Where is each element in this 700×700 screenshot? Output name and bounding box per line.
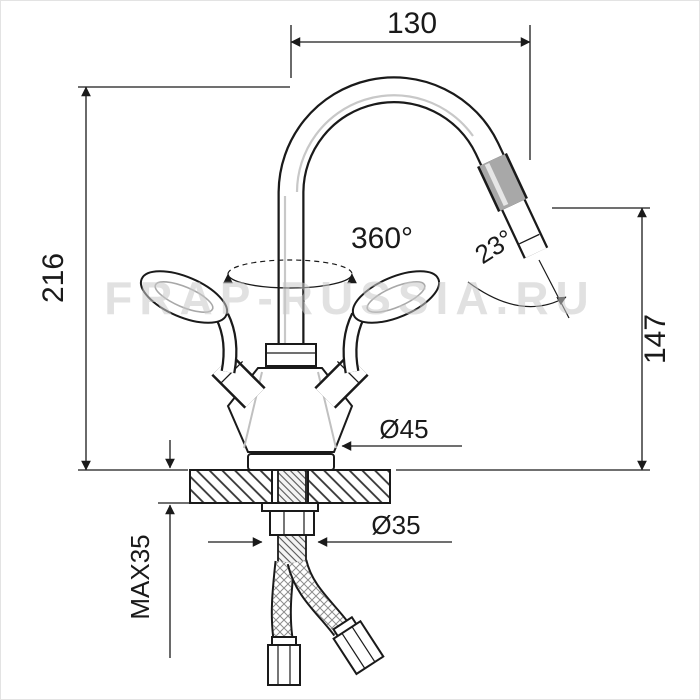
hose-left-braid: [272, 561, 294, 647]
angle-arc: [467, 281, 567, 308]
swivel-ellipse-back: [227, 259, 353, 275]
tip-axis-extension: [538, 259, 570, 319]
spout-tube: [279, 78, 547, 352]
dim-max-thickness: MAX35: [125, 440, 192, 658]
tip-ring: [519, 233, 540, 245]
hose-right-braid: [288, 559, 349, 636]
mounting-nut: [269, 510, 315, 536]
hose-left-nut: [267, 636, 301, 686]
dim-max-thickness-label: MAX35: [125, 534, 155, 619]
faucet-figure: [139, 76, 549, 686]
handle-right-paddle-inner: [366, 280, 426, 314]
dim-total-height: 216: [37, 86, 290, 471]
handle-left-paddle-inner: [154, 280, 214, 314]
dim-total-height-label: 216: [37, 253, 70, 303]
countertop-left-block: [189, 469, 273, 504]
washer: [261, 502, 319, 512]
countertop-right-block: [307, 469, 391, 504]
dim-spout-reach-label: 130: [387, 7, 437, 40]
dim-nut-diameter: Ø35: [208, 510, 452, 547]
handle-left-paddle: [139, 270, 229, 324]
dim-nut-diameter-label: Ø35: [371, 510, 420, 540]
base-flange: [247, 453, 335, 471]
handle-right: [314, 270, 441, 409]
dim-spout-height-label: 147: [639, 314, 672, 364]
swivel-ellipse-front: [223, 273, 357, 289]
aerator-highlight: [484, 162, 509, 207]
handle-left: [139, 270, 266, 409]
hose-right-nut: [332, 615, 385, 676]
handle-right-paddle: [351, 270, 441, 324]
dim-base-diameter: Ø45: [341, 414, 462, 451]
aerator: [479, 154, 526, 211]
watermark-text: FRAP-RUSSIA.RU: [104, 272, 596, 324]
supply-hoses: [267, 559, 385, 686]
spout: [265, 76, 549, 367]
dim-base-diameter-label: Ø45: [379, 414, 428, 444]
handles: [139, 270, 441, 409]
dim-swivel: 360°: [223, 222, 413, 289]
dim-spout-reach: 130: [290, 7, 531, 160]
spout-arc-shading: [295, 94, 474, 193]
countertop-section: [189, 469, 391, 504]
dim-swivel-label: 360°: [351, 222, 413, 255]
dim-spout-height: 147: [396, 207, 672, 471]
spout-collar: [265, 343, 317, 367]
